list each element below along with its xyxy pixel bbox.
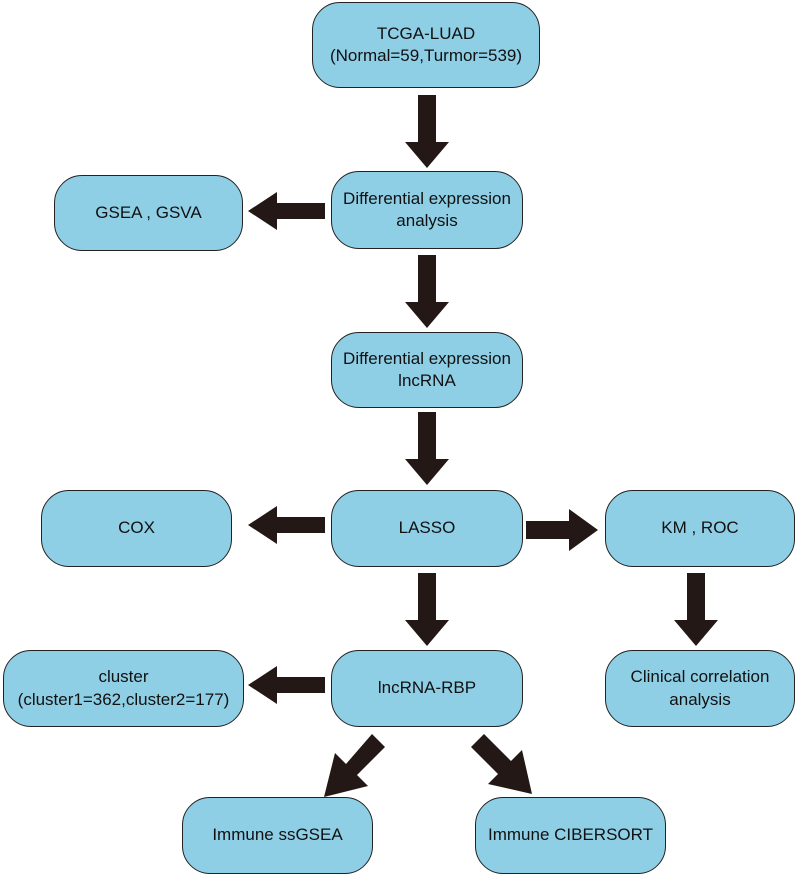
node-cox: COX: [41, 490, 232, 567]
node-km-roc: KM , ROC: [605, 490, 795, 567]
node-clinical-correlation-analysis: Clinical correlation analysis: [605, 650, 795, 727]
arrow-tcga-to-diff: [405, 95, 449, 168]
node-differential-expression-analysis: Differential expression analysis: [331, 171, 523, 249]
arrow-lasso-to-km: [526, 509, 598, 551]
arrow-lncrna-to-lasso: [405, 412, 449, 485]
node-differential-expression-lncrna: Differential expression lncRNA: [331, 332, 523, 408]
node-cluster: cluster (cluster1=362,cluster2=177): [3, 650, 244, 727]
arrow-rbp-to-ssgsea: [324, 734, 385, 797]
node-gsea-gsva: GSEA , GSVA: [54, 175, 243, 251]
node-immune-cibersort: Immune CIBERSORT: [475, 797, 666, 874]
arrow-diff-to-gsea: [248, 192, 325, 230]
arrow-diff-to-lncrna: [405, 255, 449, 328]
arrow-lasso-to-rbp: [405, 573, 449, 646]
node-tcga-luad: TCGA-LUAD (Normal=59,Turmor=539): [312, 2, 540, 88]
node-immune-ssgsea: Immune ssGSEA: [182, 797, 373, 874]
arrow-rbp-to-cluster: [248, 666, 325, 704]
node-lasso: LASSO: [331, 490, 523, 567]
arrow-km-to-clinical: [674, 573, 718, 646]
arrow-rbp-to-cibersort: [471, 734, 532, 794]
arrow-lasso-to-cox: [248, 506, 325, 544]
node-lncrna-rbp: lncRNA-RBP: [331, 650, 523, 727]
